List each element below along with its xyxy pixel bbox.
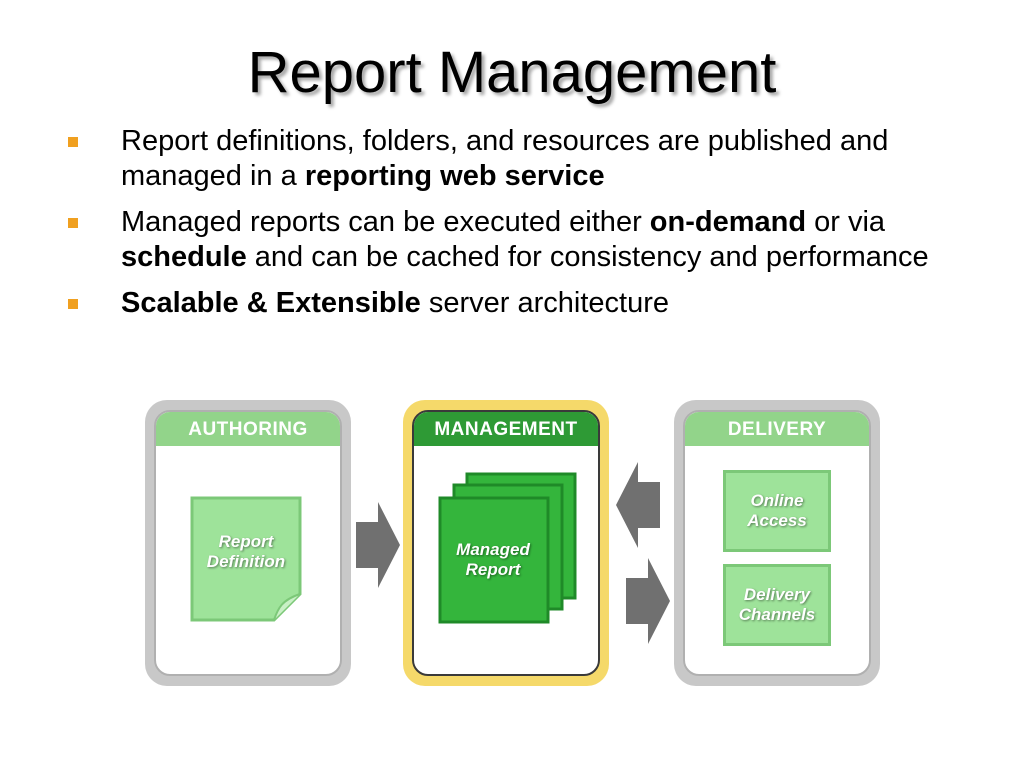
authoring-header: AUTHORING: [156, 412, 340, 446]
card-line: Report: [218, 532, 274, 551]
arrow-left-icon: [616, 462, 660, 548]
bullet-text: server architecture: [420, 287, 670, 319]
bullet-bold-text: on-demand: [649, 206, 807, 238]
card-line: Definition: [206, 552, 286, 571]
card-line: Report: [465, 560, 521, 579]
delivery-header: DELIVERY: [685, 412, 869, 446]
card-line: Managed: [456, 540, 530, 559]
card-line: Delivery: [743, 585, 811, 604]
square-bullet-icon: [68, 299, 78, 309]
bullet-bold-text: reporting web service: [304, 160, 605, 192]
square-bullet-icon: [68, 137, 78, 147]
arrow-right-icon: [356, 502, 400, 588]
card-line: Channels: [738, 605, 816, 624]
authoring-panel-body: AUTHORING: [154, 410, 342, 676]
bullet-text: and can be cached for consistency and pe…: [246, 241, 929, 273]
bullet-item-3: Scalable & Extensible server architectur…: [64, 286, 994, 321]
bullet-bold-text: schedule: [121, 241, 247, 273]
bullet-text: Report definitions, folders, and resourc…: [121, 125, 889, 192]
bullet-bold-text: Scalable & Extensible: [121, 287, 421, 319]
bullet-item-1: Report definitions, folders, and resourc…: [64, 124, 994, 194]
arrow-right-icon: [626, 558, 670, 644]
card-line: Access: [747, 511, 807, 530]
bullet-item-2: Managed reports can be executed either o…: [64, 205, 994, 275]
managed-report-stack-icon: [438, 472, 577, 624]
bullet-text: Managed reports can be executed either: [121, 206, 650, 238]
card-line: Online: [750, 491, 804, 510]
report-definition-document-icon: [190, 496, 302, 622]
bullet-list: Report definitions, folders, and resourc…: [64, 124, 994, 332]
slide-title: Report Management: [247, 40, 777, 105]
management-header: MANAGEMENT: [414, 412, 598, 446]
square-bullet-icon: [68, 218, 78, 228]
bullet-text: or via: [806, 206, 886, 238]
